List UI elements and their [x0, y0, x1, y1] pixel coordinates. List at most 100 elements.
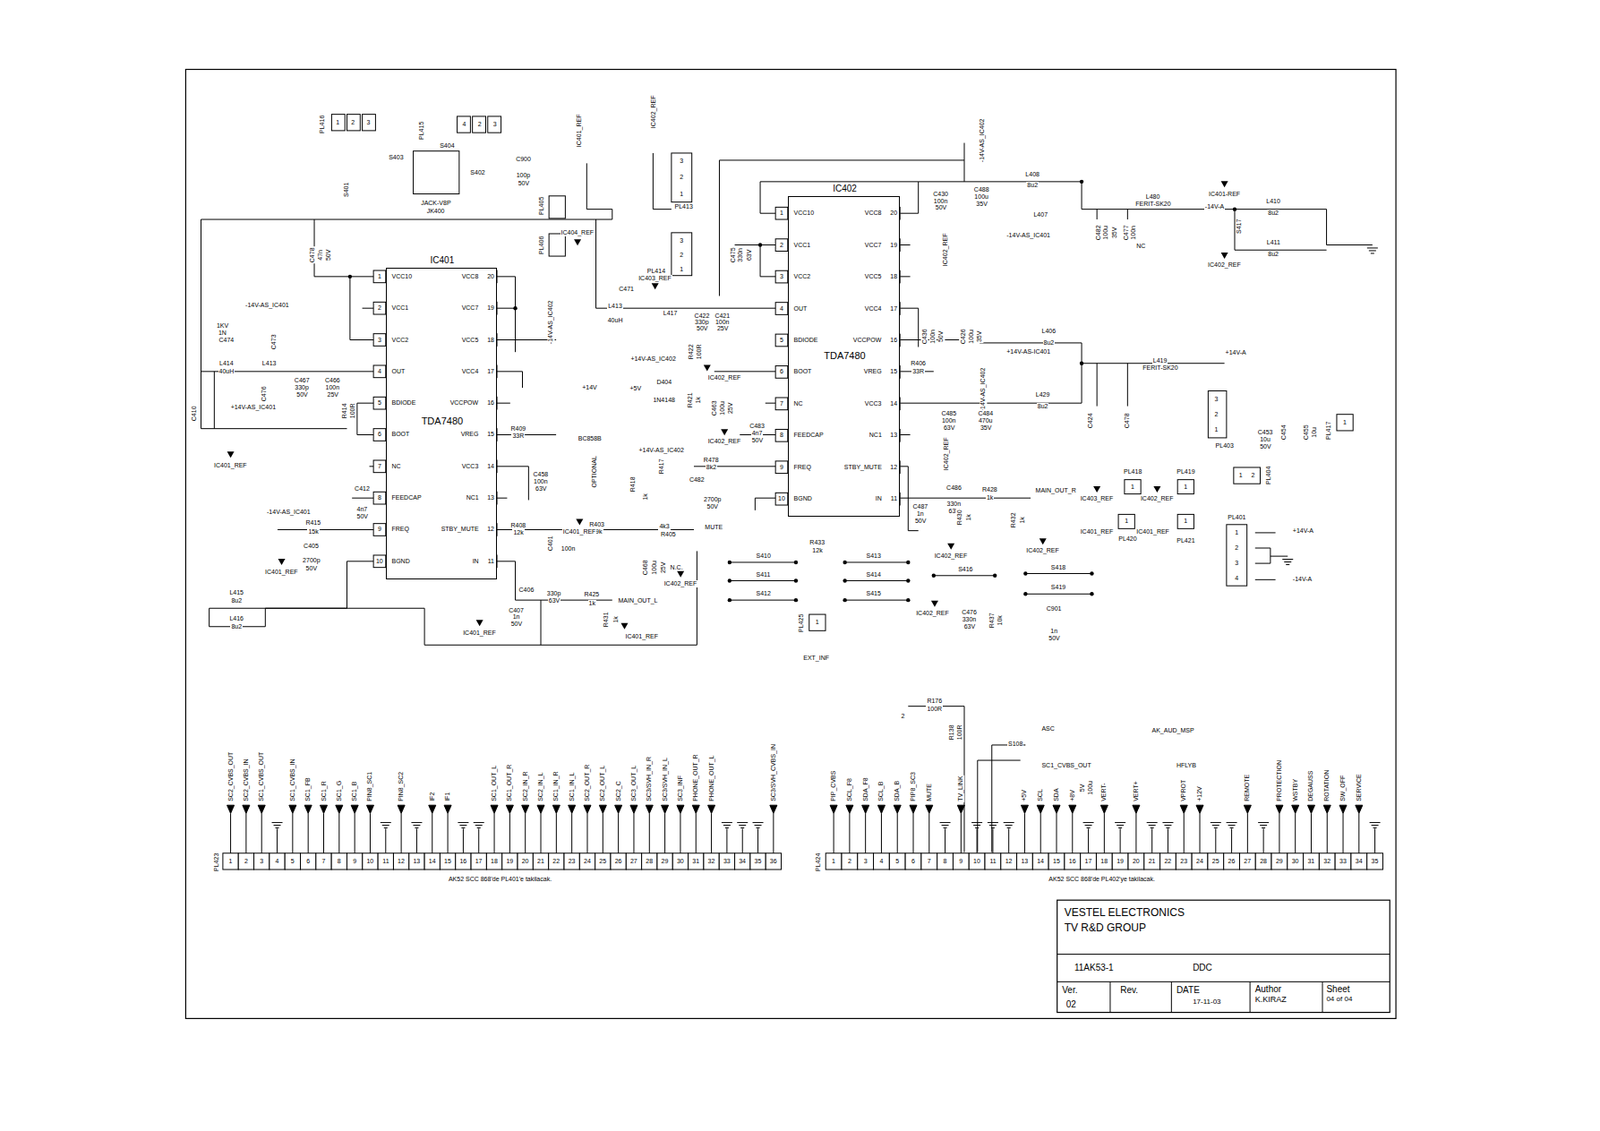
- ground-symbol: [1086, 827, 1091, 829]
- schematic-label: 50V: [1258, 443, 1272, 451]
- connector-pin: [750, 853, 766, 870]
- signal-flag: [568, 804, 576, 854]
- junction-dot: [758, 242, 762, 247]
- schematic-label: 100R: [348, 402, 356, 420]
- schematic-label: 8u2: [1036, 402, 1050, 411]
- ground-symbol: [1226, 821, 1238, 823]
- pin-square: [373, 333, 386, 347]
- schematic-label: SC3_INF: [676, 774, 685, 803]
- schematic-label: PIN8_SC1: [367, 770, 375, 803]
- schematic-label: ASC: [1040, 725, 1055, 733]
- schematic-label: 1: [1182, 483, 1189, 491]
- connector-pin: [1318, 853, 1335, 870]
- pin-square: [373, 491, 386, 505]
- connector-pin: [1303, 853, 1320, 870]
- title-block-frame: [1057, 899, 1391, 1012]
- connector-pin: [1239, 853, 1256, 870]
- signal-flag: [598, 804, 607, 854]
- signal-flag: [1275, 804, 1284, 854]
- pin-square: [373, 396, 386, 410]
- schematic-label: 20: [1131, 857, 1141, 865]
- schematic-label: C488: [973, 186, 991, 194]
- schematic-label: 63V: [942, 424, 956, 432]
- schematic-label: C485: [940, 410, 958, 418]
- schematic-label: N.C.: [669, 564, 685, 572]
- schematic-label: 15: [1052, 857, 1061, 865]
- signal-flag: [552, 804, 560, 854]
- connector-pin: [718, 853, 735, 870]
- schematic-label: 8u2: [230, 623, 243, 631]
- schematic-label: 15k: [307, 528, 319, 536]
- schematic-label: R405: [659, 530, 677, 539]
- schematic-label: +14V: [581, 384, 599, 392]
- schematic-label: 7: [926, 857, 933, 865]
- connector-pin: [841, 853, 858, 870]
- schematic-label: 1k: [965, 513, 973, 522]
- connector-pin: [952, 853, 969, 870]
- schematic-label: C476: [960, 608, 978, 617]
- schematic-label: 8: [778, 431, 785, 439]
- wire: [899, 181, 1082, 214]
- schematic-label: IC402_REF: [933, 552, 969, 560]
- connector-pin: [765, 853, 781, 870]
- schematic-label: 10: [375, 557, 385, 565]
- ground-symbol: [477, 827, 481, 829]
- schematic-label: PL419: [1175, 468, 1196, 476]
- schematic-label: 12k: [512, 529, 524, 537]
- connector-outline: [671, 153, 693, 203]
- junction-dot: [794, 598, 798, 602]
- schematic-label: 1k: [588, 599, 597, 608]
- junction-dot: [992, 573, 997, 578]
- node-heading: IC401: [430, 255, 455, 266]
- wire: [933, 574, 995, 576]
- signal-flag: [630, 804, 638, 854]
- ground-symbol: [1165, 827, 1170, 829]
- ground-wire: [757, 828, 759, 853]
- schematic-label: 50V: [914, 517, 927, 525]
- schematic-label: 3: [492, 120, 498, 129]
- schematic-label: C477: [1121, 223, 1130, 241]
- ground-symbol: [1259, 824, 1267, 826]
- schematic-label: C483: [748, 422, 766, 430]
- wire: [765, 402, 776, 404]
- reference-flag: [1221, 180, 1229, 188]
- schematic-label: 2: [477, 120, 483, 129]
- junction-dot: [794, 578, 798, 582]
- signal-flag: [909, 804, 917, 854]
- signal-flag: [692, 804, 700, 854]
- schematic-label: 29: [660, 857, 670, 865]
- connector-pin: [254, 853, 270, 870]
- wire: [496, 276, 516, 352]
- wire: [540, 599, 542, 645]
- schematic-label: S416: [957, 565, 974, 574]
- title-block: VESTEL ELECTRONICSTV R&D GROUP: [1057, 899, 1391, 954]
- reference-flag: [676, 571, 685, 578]
- connector-pin: [905, 853, 922, 870]
- schematic-label: NC: [793, 400, 805, 408]
- schematic-label: BGND: [793, 495, 813, 503]
- schematic-label: 16: [889, 336, 899, 344]
- connector-pin: [1351, 853, 1368, 870]
- ground-symbol: [1285, 564, 1290, 565]
- schematic-label: IN: [471, 557, 480, 565]
- schematic-label: R425: [583, 590, 601, 599]
- schematic-label: 8u2: [1043, 339, 1056, 347]
- wire: [351, 497, 374, 499]
- schematic-label: 12: [396, 857, 406, 865]
- schematic-label: 10u: [1310, 426, 1318, 439]
- signal-flag: [490, 804, 498, 854]
- schematic-label: IC402_REF: [650, 94, 658, 130]
- schematic-label: 12k: [811, 547, 823, 555]
- schematic-label: IC402_REF: [941, 232, 950, 268]
- schematic-label: 1: [1233, 529, 1240, 537]
- junction-dot: [906, 560, 910, 565]
- schematic-label: IC403_REF: [637, 274, 673, 283]
- schematic-label: 30: [1291, 857, 1301, 865]
- schematic-label: 3: [678, 157, 685, 165]
- schematic-label: 330p: [293, 384, 310, 392]
- schematic-label: 4: [1233, 574, 1240, 582]
- ground-symbol: [1007, 827, 1011, 829]
- junction-dot: [906, 578, 910, 582]
- wire: [1255, 547, 1271, 564]
- schematic-label: VCC3: [461, 462, 480, 471]
